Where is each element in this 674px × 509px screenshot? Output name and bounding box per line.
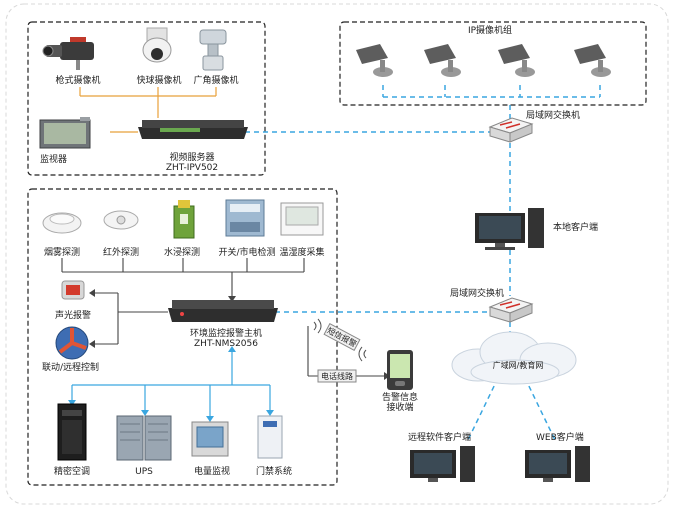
device-bus-arrows — [68, 346, 274, 422]
alarm-light-icon — [61, 280, 85, 300]
sensor-label-smoke: 烟雾探测 — [44, 246, 80, 258]
ip-camera-group-frame — [339, 21, 647, 106]
arrow-linkage — [89, 340, 95, 348]
sensor-wiring — [61, 258, 384, 377]
ip-group-title: IP摄像机组 — [468, 24, 512, 36]
receiver-label-1: 告警信息 — [382, 391, 418, 403]
switch-mid-label: 局域网交换机 — [450, 287, 504, 299]
linkage-label: 联动/远程控制 — [42, 361, 99, 373]
sensor-label-water: 水浸探测 — [164, 246, 200, 258]
remote-client-label: 远程软件客户端 — [408, 431, 471, 443]
arrow-alarm — [89, 289, 95, 297]
switch-icon-top — [488, 117, 534, 143]
switch-top-label: 局域网交换机 — [526, 109, 580, 121]
ip-camera-icon-3 — [498, 44, 535, 77]
wan-label: 广域网/教育网 — [493, 360, 544, 370]
monitor-label: 监视器 — [40, 153, 67, 165]
device-label-ac: 精密空调 — [54, 465, 90, 477]
host-label-1: 环境监控报警主机 — [190, 327, 262, 339]
video-server-icon — [138, 120, 248, 139]
video-server-label-2: ZHT-IPV502 — [166, 163, 218, 173]
camera-label-wide: 广角摄像机 — [193, 74, 238, 86]
access-control-icon — [257, 415, 283, 459]
device-label-ups: UPS — [135, 467, 153, 477]
sms-wave-icon — [313, 318, 367, 362]
alarm-label: 声光报警 — [55, 309, 91, 321]
wide-angle-camera-icon — [199, 29, 227, 71]
device-label-power: 电量监视 — [194, 465, 230, 477]
local-client-icon — [475, 208, 544, 250]
water-sensor-icon — [173, 200, 195, 239]
ups-icon — [116, 415, 172, 461]
arrow-host — [228, 296, 236, 302]
sms-tag — [323, 323, 361, 351]
speed-dome-icon — [142, 27, 172, 63]
device-bus — [71, 350, 271, 418]
remote-client-icon — [410, 446, 475, 482]
video-group-frame — [27, 21, 266, 176]
temp-humidity-icon — [280, 202, 324, 236]
alarm-host-icon — [168, 300, 278, 322]
web-client-icon — [525, 446, 590, 482]
device-label-access: 门禁系统 — [256, 465, 292, 477]
sensor-label-infrared: 红外探测 — [103, 246, 139, 258]
network-links — [245, 85, 601, 441]
web-client-label: WEB客户端 — [536, 431, 584, 443]
video-server-label-1: 视频服务器 — [169, 151, 214, 163]
wan-cloud-icon — [451, 331, 577, 385]
camera-label-dome: 快球摄像机 — [136, 74, 181, 86]
sensor-label-power: 开关/市电检测 — [218, 246, 275, 258]
power-monitor-icon — [191, 421, 229, 457]
ip-camera-icon-1 — [356, 44, 393, 77]
alarm-receiver-icon — [387, 350, 413, 390]
box-camera-icon — [42, 37, 94, 70]
phone-tag — [317, 369, 357, 383]
local-client-label: 本地客户端 — [553, 221, 598, 233]
camera-feed-lines — [79, 87, 217, 133]
receiver-label-2: 接收端 — [386, 401, 413, 413]
precision-ac-icon — [57, 403, 87, 461]
monitor-icon — [39, 117, 91, 149]
smoke-detector-icon — [42, 212, 82, 234]
switch-power-detector-icon — [225, 199, 265, 237]
host-label-2: ZHT-NMS2056 — [194, 339, 258, 349]
linkage-fan-icon — [55, 326, 89, 360]
ip-camera-icon-4 — [574, 44, 611, 77]
outer-frame — [5, 3, 669, 505]
phone-tag-label: 电话线路 — [321, 371, 353, 381]
switch-icon-mid — [488, 297, 534, 323]
ip-camera-icon-2 — [424, 44, 461, 77]
sensor-label-temp: 温湿度采集 — [279, 246, 324, 258]
camera-label-box: 枪式摄像机 — [55, 74, 100, 86]
infrared-detector-icon — [103, 210, 139, 230]
